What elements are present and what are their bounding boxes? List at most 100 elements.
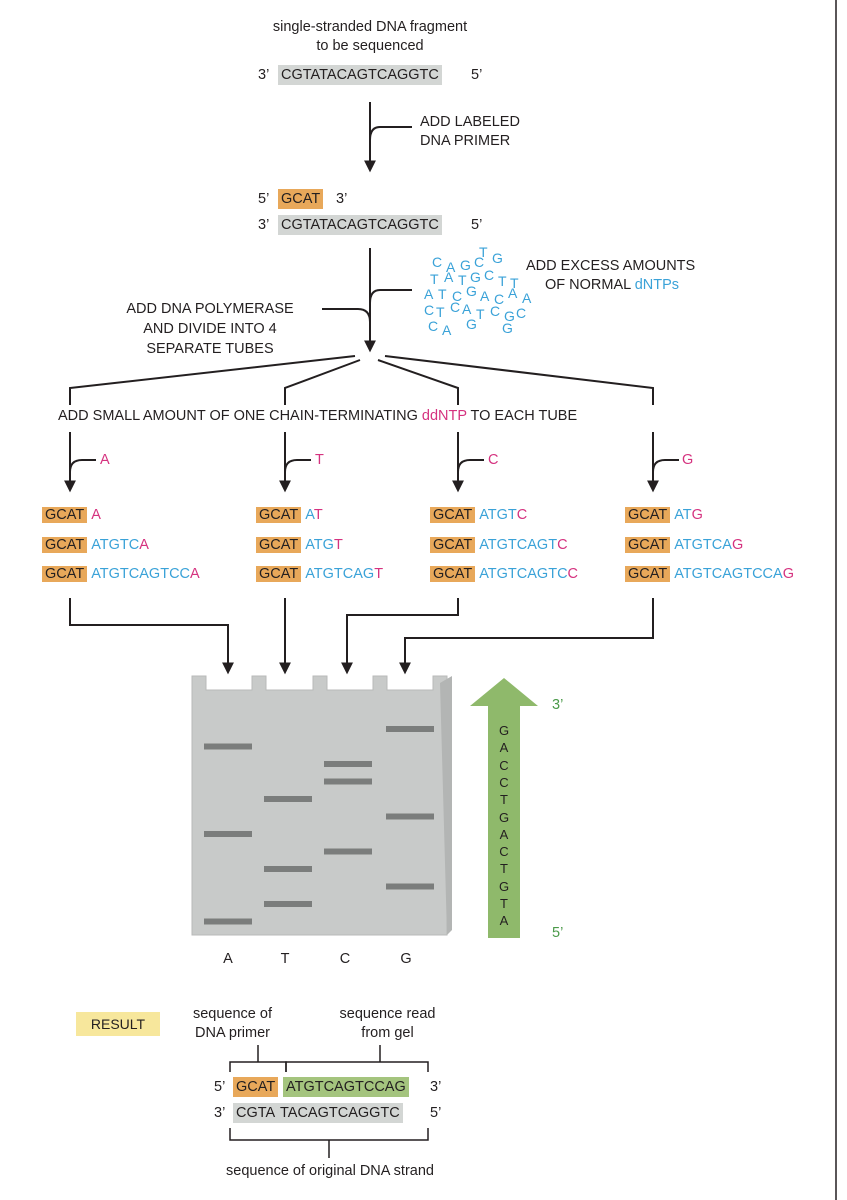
- ddntp-arrows: [64, 432, 679, 493]
- dntp-line2: OF NORMAL dNTPs: [545, 277, 680, 293]
- strand-3-label: 3’: [258, 67, 270, 83]
- fragment-primer: GCAT: [430, 507, 476, 523]
- read-letter: C: [499, 774, 509, 790]
- dntp-letter: G: [470, 269, 481, 285]
- fragment-terminator: C: [557, 537, 568, 553]
- read-letter: T: [500, 896, 508, 911]
- template-3-label: 3’: [258, 217, 270, 233]
- fragment-primer: GCAT: [42, 566, 88, 582]
- read-letter: G: [498, 809, 510, 825]
- add-primer-line2: DNA PRIMER: [420, 133, 511, 149]
- fragment-caption-line1: single-stranded DNA fragment: [272, 19, 468, 35]
- dntp-letter: T: [479, 244, 488, 260]
- gel-band-g-3: [386, 883, 434, 890]
- primer-caption-line2: DNA primer: [195, 1025, 270, 1041]
- fragment-primer: GCAT: [256, 537, 302, 553]
- fragment-primer: GCAT: [42, 507, 88, 523]
- read-letter: G: [498, 723, 510, 738]
- step2-arrow: [322, 248, 412, 353]
- fragment-primer: GCAT: [625, 507, 671, 523]
- result-template-a: CGTA: [233, 1103, 279, 1123]
- template-5-label: 5’: [471, 217, 483, 233]
- fragment-extension: ATGTCA: [674, 537, 732, 553]
- result-top-5: 5’: [214, 1079, 226, 1095]
- gel-loading-arrows: [69, 598, 654, 675]
- result-read-sequence: ATGTCAGTCCAG: [283, 1077, 409, 1097]
- dntp-letter: C: [424, 302, 435, 318]
- polymerase-line2: AND DIVIDE INTO 4: [143, 321, 277, 337]
- dntp-letter: T: [436, 304, 445, 320]
- fragment-terminator: G: [691, 507, 703, 523]
- dntp-letter: A: [462, 301, 472, 317]
- fragment-extension: ATGTCAGT: [479, 537, 558, 553]
- fragment-primer: GCAT: [42, 537, 88, 553]
- arrow-5-label: 5’: [552, 925, 564, 941]
- read-letter: T: [500, 861, 508, 877]
- step1-arrow: [364, 102, 412, 173]
- dntp-letter: G: [466, 316, 477, 332]
- dntp-letter: C: [432, 254, 443, 270]
- dntp-letter: G: [504, 308, 515, 324]
- dntp-letter: A: [424, 286, 434, 302]
- result-brackets: [229, 1045, 429, 1158]
- read-letter: C: [499, 757, 509, 773]
- fragment-primer: GCAT: [256, 566, 302, 582]
- fragment-primer: GCAT: [625, 537, 671, 553]
- result-bottom-3: 3’: [214, 1105, 226, 1121]
- read-letter: G: [498, 878, 510, 894]
- read-letter: A: [499, 740, 509, 756]
- fragment-extension: ATGTCAG: [305, 566, 375, 582]
- result-primer: GCAT: [233, 1077, 279, 1097]
- lane-label-a: A: [223, 951, 233, 967]
- read-caption-line2: from gel: [361, 1025, 414, 1041]
- dntp-letter: G: [460, 257, 471, 273]
- gel-band-a-11: [204, 743, 252, 750]
- template-strand: CGTATACAGTCAGGTC: [278, 215, 442, 235]
- dntp-letter: C: [452, 288, 463, 304]
- result-bottom-5: 5’: [430, 1105, 442, 1121]
- ddntp-g-label: G: [682, 452, 694, 468]
- dntp-letter: T: [476, 306, 485, 322]
- gel-band-g-7: [386, 813, 434, 820]
- primer-3-label: 3’: [336, 191, 348, 207]
- dntp-letter: A: [444, 269, 454, 285]
- fragment-terminator: G: [731, 537, 744, 553]
- dntp-letter: A: [480, 288, 490, 304]
- fragment-extension: ATGTCAGTCC: [91, 566, 191, 582]
- arrow-3-label: 3’: [552, 697, 564, 713]
- fragment-terminator: A: [190, 566, 200, 582]
- read-caption-line1: sequence read: [339, 1006, 436, 1022]
- fragment-caption-line2: to be sequenced: [316, 38, 424, 54]
- gel-band-a-1: [204, 918, 252, 925]
- dntp-letter: A: [442, 322, 452, 338]
- gel-slab: [191, 675, 452, 936]
- fragment-terminator: T: [313, 507, 323, 523]
- gel-band-c-9: [324, 778, 372, 785]
- dntp-letter: T: [458, 272, 467, 288]
- strand-5-label: 5’: [471, 67, 483, 83]
- fragment-extension: ATGTCAGTC: [479, 566, 568, 582]
- lane-label-t: T: [280, 951, 290, 967]
- dntp-letter: C: [474, 254, 485, 270]
- fragment-terminator: C: [516, 507, 528, 523]
- read-letter: C: [499, 844, 509, 860]
- gel-band-c-5: [324, 848, 372, 855]
- dntp-letter: T: [430, 271, 439, 287]
- fragment-terminator: G: [782, 566, 794, 582]
- fragment-extension: A: [305, 507, 314, 523]
- ddntp-instruction: ADD SMALL AMOUNT OF ONE CHAIN-TERMINATIN…: [58, 408, 578, 424]
- fragment-terminator: A: [139, 537, 149, 553]
- lane-label-g: G: [400, 951, 412, 967]
- result-badge: RESULT: [76, 1012, 160, 1036]
- dntp-line1: ADD EXCESS AMOUNTS: [526, 258, 696, 274]
- fragment-extension: ATG: [305, 537, 334, 553]
- dntp-letter: G: [492, 250, 503, 266]
- fragment-terminator: T: [333, 537, 343, 553]
